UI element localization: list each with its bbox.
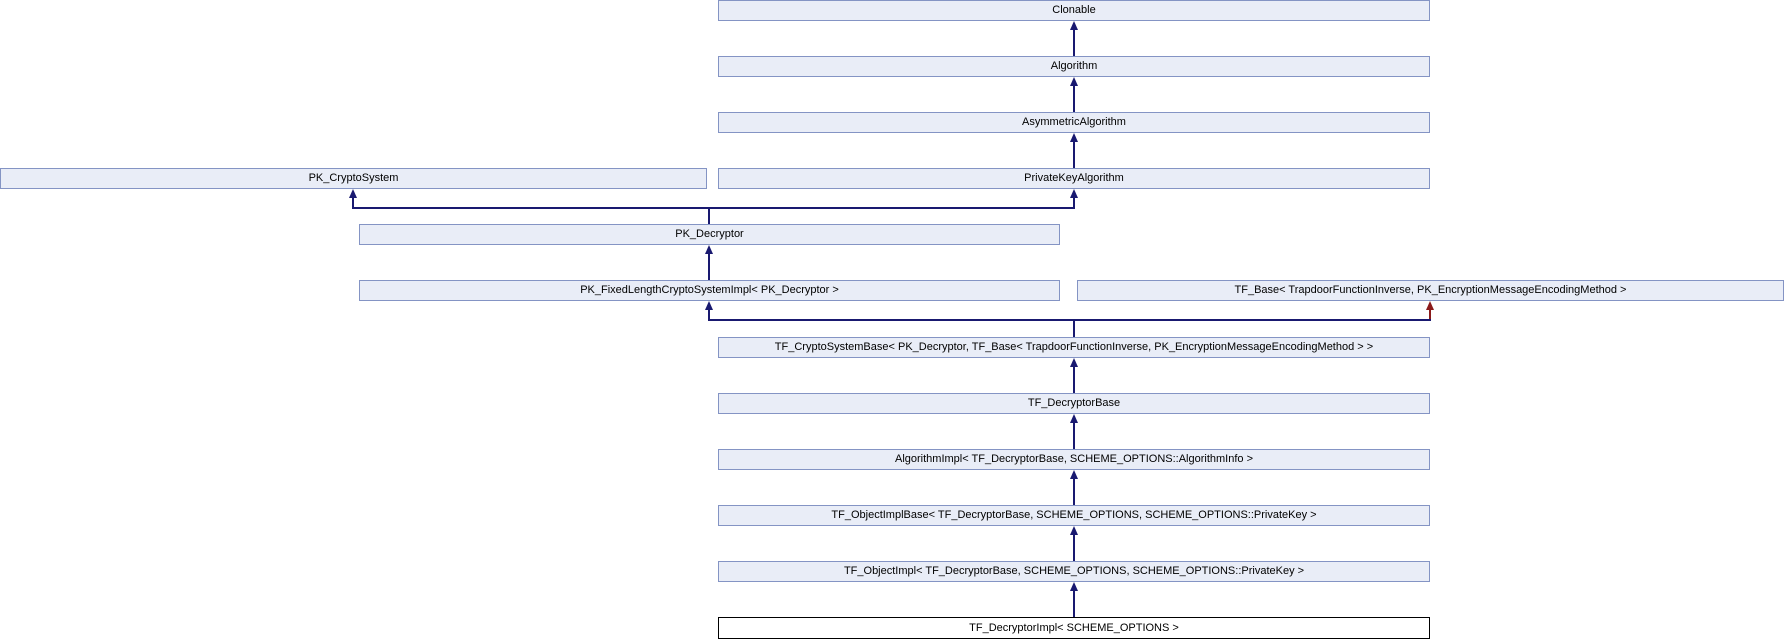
edge-shaft <box>708 253 710 280</box>
class-node-algorithm[interactable]: Algorithm <box>718 56 1430 77</box>
arrowhead-up <box>1070 470 1078 479</box>
class-node-tf-cryptosystem-base[interactable]: TF_CryptoSystemBase< PK_Decryptor, TF_Ba… <box>718 337 1430 358</box>
arrowhead-up <box>1070 526 1078 535</box>
class-node-label: AsymmetricAlgorithm <box>1022 116 1126 128</box>
class-node-label: TF_Base< TrapdoorFunctionInverse, PK_Enc… <box>1234 284 1627 296</box>
arrowhead-up <box>1070 21 1078 30</box>
edge-shaft <box>1073 590 1075 617</box>
class-node-label: PK_FixedLengthCryptoSystemImpl< PK_Decry… <box>580 284 839 296</box>
arrowhead-up <box>1070 189 1078 198</box>
class-node-label: PK_Decryptor <box>675 228 744 240</box>
edge-shaft <box>1073 422 1075 449</box>
class-node-label: TF_DecryptorImpl< SCHEME_OPTIONS > <box>969 622 1179 634</box>
arrowhead-up <box>705 245 713 254</box>
class-node-private-key-algorithm[interactable]: PrivateKeyAlgorithm <box>718 168 1430 189</box>
arrowhead-up <box>1070 358 1078 367</box>
class-node-tf-object-impl[interactable]: TF_ObjectImpl< TF_DecryptorBase, SCHEME_… <box>718 561 1430 582</box>
class-node-label: Algorithm <box>1050 60 1098 72</box>
class-node-pk-decryptor[interactable]: PK_Decryptor <box>359 224 1060 245</box>
class-node-label: TF_DecryptorBase <box>1027 397 1121 409</box>
edge-shaft <box>1073 366 1075 393</box>
class-node-pk-fixed-length-cryptosystem-impl[interactable]: PK_FixedLengthCryptoSystemImpl< PK_Decry… <box>359 280 1060 301</box>
class-node-label: TF_CryptoSystemBase< PK_Decryptor, TF_Ba… <box>774 341 1374 353</box>
edge-shaft-dashed <box>1429 309 1431 320</box>
arrowhead-up <box>349 189 357 198</box>
edge-shaft <box>1073 478 1075 505</box>
class-node-algorithm-impl[interactable]: AlgorithmImpl< TF_DecryptorBase, SCHEME_… <box>718 449 1430 470</box>
class-node-label: PrivateKeyAlgorithm <box>1024 172 1124 184</box>
arrowhead-up <box>1070 582 1078 591</box>
class-node-pk-cryptosystem[interactable]: PK_CryptoSystem <box>0 168 707 189</box>
edge-shaft <box>708 309 710 320</box>
class-node-label: AlgorithmImpl< TF_DecryptorBase, SCHEME_… <box>894 453 1254 465</box>
edge-shaft <box>1073 141 1075 168</box>
class-node-label: Clonable <box>1052 4 1096 16</box>
edge-shaft <box>1073 85 1075 112</box>
edge-shaft <box>1073 197 1075 209</box>
class-node-label: PK_CryptoSystem <box>308 172 399 184</box>
edge-shaft <box>352 197 354 209</box>
class-node-tf-base[interactable]: TF_Base< TrapdoorFunctionInverse, PK_Enc… <box>1077 280 1784 301</box>
class-node-label: TF_ObjectImplBase< TF_DecryptorBase, SCH… <box>831 509 1317 521</box>
class-node-tf-object-impl-base[interactable]: TF_ObjectImplBase< TF_DecryptorBase, SCH… <box>718 505 1430 526</box>
arrowhead-up <box>1070 414 1078 423</box>
class-node-asymmetric-algorithm[interactable]: AsymmetricAlgorithm <box>718 112 1430 133</box>
arrowhead-up <box>1070 77 1078 86</box>
edge-elbow-horizontal <box>708 319 1431 321</box>
arrowhead-up <box>1070 133 1078 142</box>
edge-shaft <box>1073 29 1075 56</box>
edge-elbow-horizontal <box>352 207 1075 209</box>
edge-drop-to-tf-cryptosystem-base <box>1073 321 1075 337</box>
arrowhead-up-red <box>1426 301 1434 310</box>
class-node-tf-decryptor-impl-focus: TF_DecryptorImpl< SCHEME_OPTIONS > <box>718 617 1430 639</box>
arrowhead-up <box>705 301 713 310</box>
class-node-label: TF_ObjectImpl< TF_DecryptorBase, SCHEME_… <box>843 565 1305 577</box>
class-node-tf-decryptor-base[interactable]: TF_DecryptorBase <box>718 393 1430 414</box>
edge-shaft <box>1073 534 1075 561</box>
edge-drop-to-pk-decryptor <box>708 209 710 224</box>
class-node-clonable[interactable]: Clonable <box>718 0 1430 21</box>
